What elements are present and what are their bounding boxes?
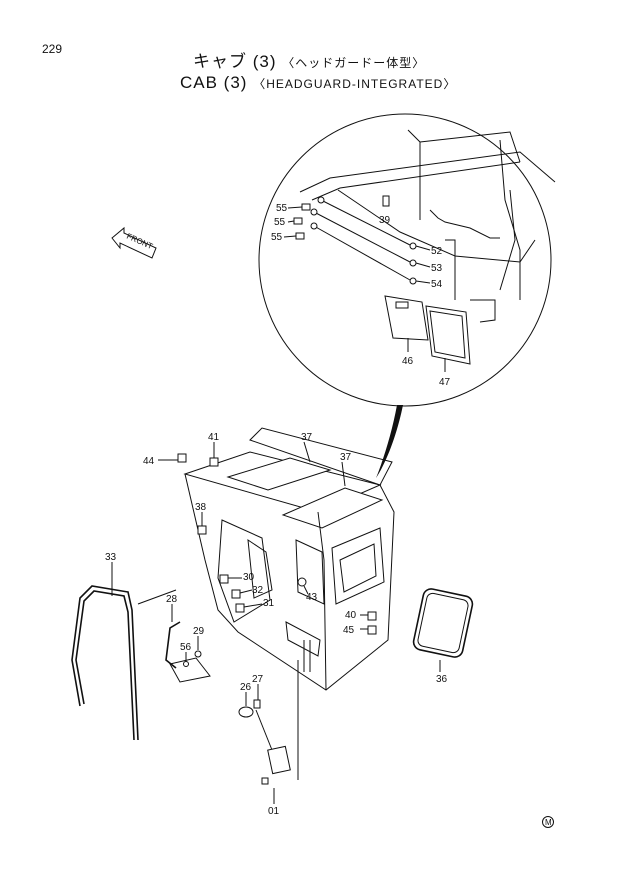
- callout-55-a: 55: [276, 203, 288, 214]
- detail-circle: [258, 113, 556, 478]
- handle-part-28: [165, 621, 211, 683]
- title-english: CAB (3) 〈HEADGUARD-INTEGRATED〉: [180, 73, 456, 93]
- callout-37-b: 37: [340, 452, 352, 463]
- latch-assembly: [238, 660, 299, 785]
- callout-30: 30: [243, 572, 255, 583]
- weatherstrip-part-33: [71, 585, 177, 741]
- callout-26: 26: [240, 682, 252, 693]
- callout-37-a: 37: [301, 432, 313, 443]
- title-japanese: キャブ (3) 〈ヘッドガードー体型〉: [193, 47, 425, 72]
- title-en-main: CAB (3): [180, 73, 248, 92]
- callout-45: 45: [343, 625, 355, 636]
- callout-40: 40: [345, 610, 357, 621]
- title-jp-sub: 〈ヘッドガードー体型〉: [282, 56, 426, 70]
- callout-27: 27: [252, 674, 264, 685]
- callout-55-c: 55: [271, 232, 283, 243]
- front-arrow-icon: FRONT: [111, 226, 157, 259]
- callout-36: 36: [436, 674, 448, 685]
- leader-lines: [111, 206, 441, 804]
- cab-body: [177, 427, 395, 691]
- callout-32: 32: [252, 585, 264, 596]
- callout-28: 28: [166, 594, 178, 605]
- callout-44: 44: [143, 456, 155, 467]
- mark-m-icon: M: [542, 816, 554, 828]
- callout-41: 41: [208, 432, 220, 443]
- callout-33: 33: [105, 552, 117, 563]
- title-jp-main: キャブ (3): [193, 52, 277, 71]
- callout-53: 53: [431, 263, 443, 274]
- callout-31: 31: [263, 598, 275, 609]
- callout-54: 54: [431, 279, 443, 290]
- callout-39: 39: [379, 215, 391, 226]
- callout-38: 38: [195, 502, 207, 513]
- callout-56: 56: [180, 642, 192, 653]
- callout-52: 52: [431, 246, 443, 257]
- callout-29: 29: [193, 626, 205, 637]
- callout-47: 47: [439, 377, 451, 388]
- window-part-36: [412, 588, 474, 658]
- callout-01: 01: [268, 806, 280, 817]
- callout-labels: 55 55 55 39 52 53 54 46 47 41 37 37 44 3…: [105, 203, 451, 817]
- mark-m-text: M: [545, 818, 552, 827]
- title-en-sub: 〈HEADGUARD-INTEGRATED〉: [253, 77, 457, 91]
- page-number: 229: [42, 42, 63, 56]
- callout-43: 43: [306, 592, 318, 603]
- callout-55-b: 55: [274, 217, 286, 228]
- callout-46: 46: [402, 356, 414, 367]
